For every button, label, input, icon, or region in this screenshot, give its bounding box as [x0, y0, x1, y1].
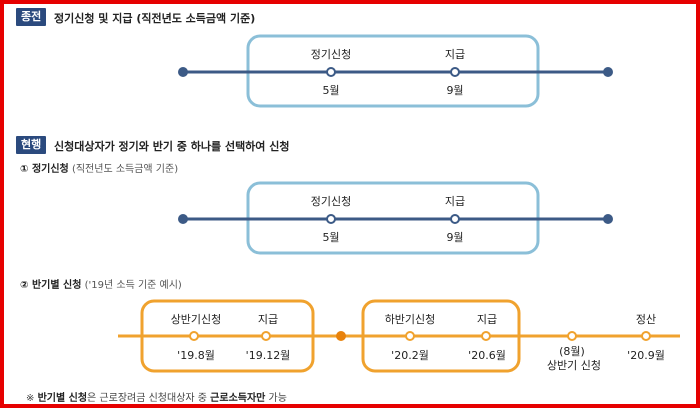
timeline3-point-second-pay	[481, 331, 491, 341]
timeline3-label-first-half-apply: 상반기 신청	[547, 359, 601, 372]
sub2-title: ② 반기별 신청	[20, 280, 82, 291]
timeline2-label-apply: 정기신청	[311, 195, 351, 208]
timeline3-point-first-apply	[189, 331, 199, 341]
footnote-bold1: 반기별 신청	[37, 393, 88, 404]
timeline1-start-dot	[178, 67, 188, 77]
footnote-prefix: ※	[26, 393, 38, 404]
timeline3-point-first-pay	[261, 331, 271, 341]
timeline3-label-second-pay: 지급	[477, 313, 497, 326]
timeline3-date-20-6: '20.6월	[468, 349, 506, 362]
timeline3-point-settle	[641, 331, 651, 341]
timeline3-label-settle: 정산	[636, 313, 656, 326]
timeline-regular: 정기신청 지급 5월 9월	[178, 181, 613, 255]
footnote-suffix: 가능	[265, 393, 287, 404]
footnote-bold2: 근로소득자만	[210, 393, 266, 404]
timeline3-label-second-apply: 하반기신청	[385, 312, 436, 326]
timeline2-start-dot	[178, 214, 188, 224]
section2-title: 신청대상자가 정기와 반기 중 하나를 선택하여 신청	[54, 140, 290, 153]
timeline2-end-dot	[603, 214, 613, 224]
timeline3-point-aug	[567, 331, 577, 341]
timeline2-point-apply	[326, 214, 336, 224]
timeline3-point-second-apply	[405, 331, 415, 341]
timeline2-point-pay	[450, 214, 460, 224]
section1-title: 정기신청 및 지급 (직전년도 소득금액 기준)	[54, 12, 256, 25]
timeline3-date-19-8: '19.8월	[177, 349, 215, 362]
timeline3-date-19-12: '19.12월	[246, 349, 291, 362]
timeline1-label-sep: 9월	[446, 84, 463, 97]
timeline-previous: 정기신청 지급 5월 9월	[178, 34, 613, 108]
timeline3-date-20-2: '20.2월	[391, 349, 429, 362]
timeline-half-year: 상반기신청 지급 하반기신청 지급 정산 '19.8월 '19.12월 '20.…	[118, 299, 680, 373]
timeline2-label-may: 5월	[322, 231, 339, 244]
timeline1-point-pay	[450, 67, 460, 77]
timeline3-date-20-9: '20.9월	[627, 349, 665, 362]
sub1-note: (직전년도 소득금액 기준)	[71, 164, 179, 175]
timeline1-label-apply: 정기신청	[311, 48, 351, 61]
timeline1-end-dot	[603, 67, 613, 77]
timeline3-label-first-pay: 지급	[258, 313, 278, 326]
timeline1-label-may: 5월	[322, 84, 339, 97]
timeline1-point-apply	[326, 67, 336, 77]
timeline1-label-pay: 지급	[445, 48, 465, 61]
sub1-title: ① 정기신청	[20, 164, 69, 175]
badge-current: 현행	[16, 136, 47, 154]
timeline3-label-first-apply: 상반기신청	[171, 313, 222, 326]
footnote: ※ 반기별 신청은 근로장려금 신청대상자 중 근로소득자만 가능	[26, 389, 287, 404]
badge-previous: 종전	[16, 8, 47, 26]
sub2-heading: ② 반기별 신청 ('19년 소득 기준 예시)	[20, 276, 182, 291]
timeline3-label-aug: (8월)	[559, 345, 585, 358]
footnote-mid: 은 근로장려금 신청대상자 중	[87, 393, 211, 404]
timeline2-label-sep: 9월	[446, 231, 463, 244]
sub2-note: ('19년 소득 기준 예시)	[84, 280, 182, 291]
timeline2-label-pay: 지급	[445, 195, 465, 208]
sub1-heading: ① 정기신청 (직전년도 소득금액 기준)	[20, 160, 178, 175]
timeline3-center-dot	[336, 331, 346, 341]
